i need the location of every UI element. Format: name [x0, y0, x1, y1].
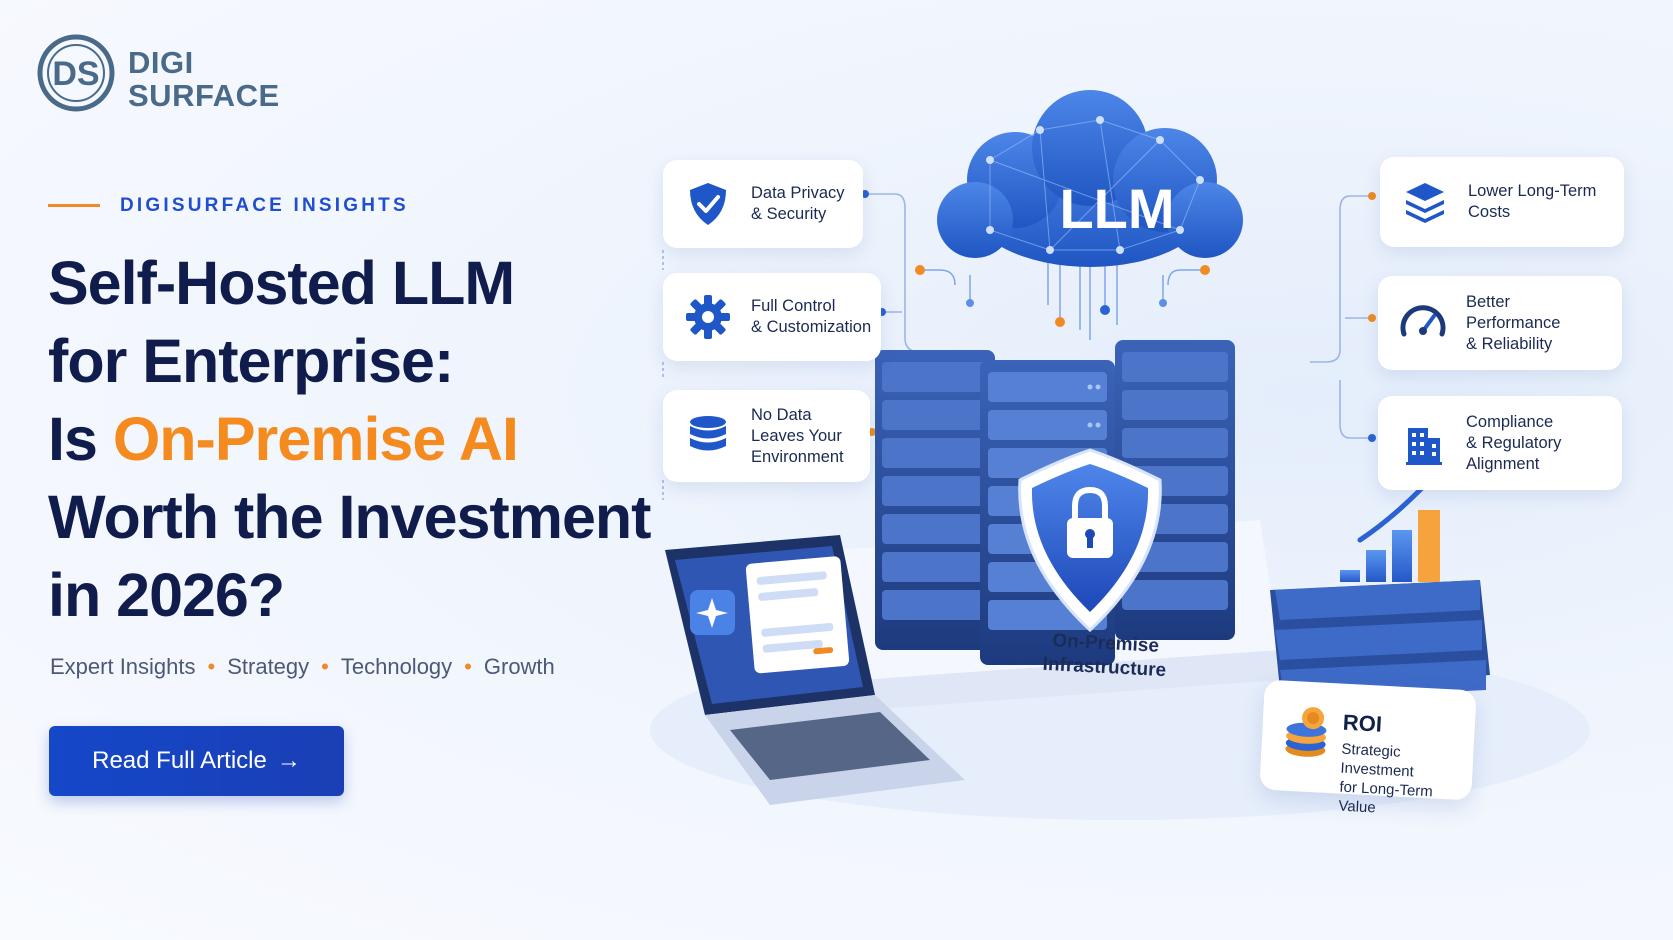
tag-item: Technology	[340, 654, 453, 679]
svg-text:DS: DS	[52, 55, 99, 93]
roi-subtitle: Strategic Investment for Long-Term Value	[1338, 740, 1434, 817]
feature-label: Compliance & Regulatory Alignment	[1466, 412, 1562, 473]
roi-card: ROI Strategic Investment for Long-Term V…	[1259, 679, 1477, 816]
lock-shield-icon	[1018, 448, 1162, 633]
platform-side	[860, 650, 1280, 710]
brand-logo-icon: DS	[37, 34, 115, 112]
platform-label: On-Premise Infrastructure	[1042, 630, 1167, 682]
title-line-5: in 2026?	[48, 561, 285, 629]
sparkle-icon	[696, 598, 728, 628]
speedometer-icon	[1400, 305, 1446, 337]
tag-separator: •	[321, 654, 329, 679]
tag-item: Expert Insights	[50, 654, 196, 679]
feature-label: Lower Long-Term Costs	[1468, 182, 1597, 221]
kicker-divider	[48, 204, 100, 207]
tag-item: Growth	[483, 654, 555, 679]
feature-card-full-control: Full Control & Customization	[663, 273, 881, 361]
tag-separator: •	[207, 654, 216, 679]
arrow-right-icon: →	[276, 747, 301, 774]
connector-lines-right	[1310, 195, 1372, 439]
roi-title: ROI	[1342, 709, 1383, 737]
title-prefix: Is	[48, 405, 113, 473]
illustration	[650, 90, 1590, 820]
feature-card-better-performance: Better Performance & Reliability	[1378, 276, 1622, 370]
read-full-article-button[interactable]: Read Full Article →	[49, 726, 344, 796]
laptop-icon	[665, 535, 965, 805]
title-line-1: Self-Hosted LLM	[48, 249, 515, 317]
tag-separator: •	[464, 654, 472, 679]
topic-tags: Expert Insights • Strategy • Technology • Grow…	[50, 654, 555, 680]
feature-card-lower-costs: Lower Long-Term Costs	[1380, 157, 1624, 247]
feature-card-compliance: Compliance & Regulatory Alignment	[1378, 396, 1622, 490]
kicker-label: DIGISURFACE INSIGHTS	[120, 195, 409, 216]
feature-card-data-privacy: Data Privacy & Security	[663, 160, 863, 248]
brand-name: DIGI SURFACE	[128, 46, 280, 112]
shield-check-icon	[690, 183, 726, 225]
building-icon	[1406, 428, 1442, 465]
feature-card-no-data-leaves: No Data Leaves Your Environment	[663, 390, 870, 482]
server-rack-left	[875, 350, 995, 650]
layers-icon	[1406, 183, 1444, 223]
brand-name-line2: SURFACE	[128, 78, 280, 113]
tag-item: Strategy	[227, 654, 310, 679]
server-rack-right	[1115, 340, 1235, 640]
title-accent: On-Premise AI	[112, 405, 519, 473]
page-title: Self-Hosted LLM for Enterprise: Is On-Pr…	[48, 244, 668, 634]
network-lines	[920, 260, 1205, 340]
coins-icon	[1285, 707, 1327, 757]
gear-icon	[686, 295, 730, 339]
feature-label: Data Privacy & Security	[751, 184, 845, 223]
title-line-4: Worth the Investment	[48, 483, 651, 551]
database-icon	[690, 416, 726, 451]
llm-cloud-icon	[937, 90, 1243, 267]
brand-name-line1: DIGI	[128, 45, 194, 80]
read-full-article-label: Read Full Article	[92, 747, 267, 774]
feature-label: No Data Leaves Your Environment	[751, 405, 844, 466]
title-line-2: for Enterprise:	[48, 327, 454, 395]
llm-cloud-label: LLM	[1059, 177, 1175, 240]
title-line-3: Is On-Premise AI	[48, 400, 668, 478]
feature-label: Full Control & Customization	[751, 297, 872, 336]
feature-label: Better Performance & Reliability	[1466, 292, 1561, 353]
